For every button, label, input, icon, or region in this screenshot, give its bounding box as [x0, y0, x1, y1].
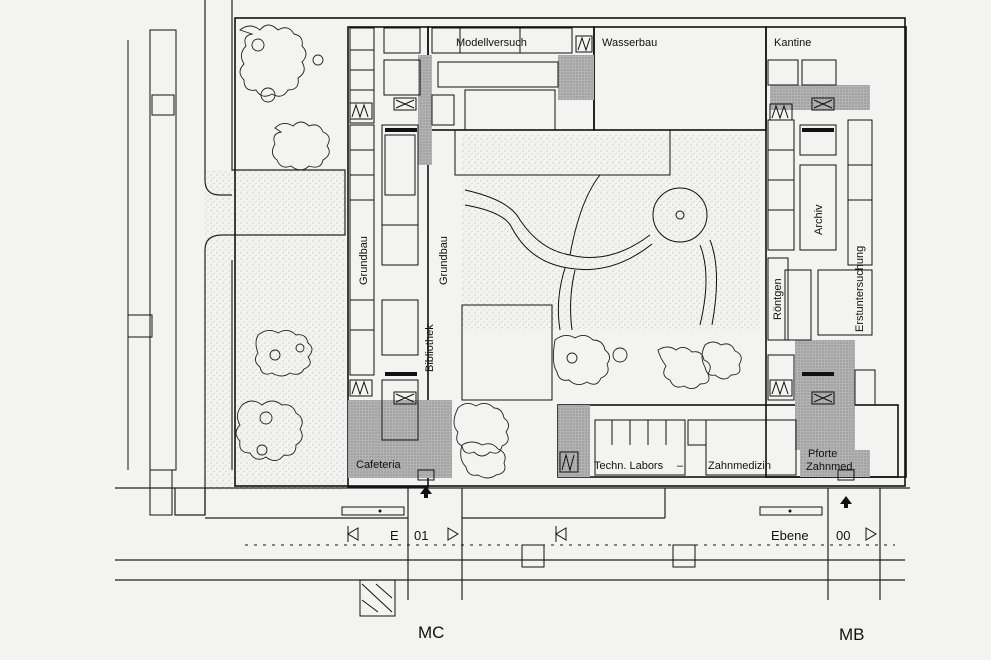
- level-left-number: 01: [414, 528, 428, 543]
- label-grundbau-left: Grundbau: [358, 236, 370, 285]
- vegetation: [235, 24, 742, 479]
- label-kantine: Kantine: [774, 37, 811, 49]
- stair-elevator-symbols: [349, 35, 835, 473]
- level-left-prefix: E: [390, 528, 399, 543]
- label-dash: –: [677, 460, 684, 472]
- level-direction-arrows: [347, 526, 877, 542]
- label-modellversuch: Modellversuch: [456, 37, 527, 49]
- stippled-ground: [205, 135, 760, 490]
- central-courtyard: [454, 129, 717, 401]
- building-mc-label: MC: [418, 623, 444, 642]
- access-road: [204, 0, 346, 515]
- building-mb-label: MB: [839, 625, 865, 644]
- circulation-zones: [348, 55, 870, 478]
- level-right-number: 00: [836, 528, 850, 543]
- label-zahnmed: Zahnmed.: [806, 461, 856, 473]
- label-wasserbau: Wasserbau: [602, 37, 657, 49]
- room-grid: [349, 27, 876, 476]
- label-bibliothek: Bibliothek: [424, 324, 436, 372]
- label-roentgen: Röntgen: [772, 278, 784, 320]
- label-pforte: Pforte: [808, 448, 837, 460]
- entrance-markers: [417, 469, 855, 508]
- label-archiv: Archiv: [813, 204, 825, 235]
- label-techn-labors: Techn. Labors: [594, 460, 664, 472]
- label-cafeteria: Cafeteria: [356, 459, 402, 471]
- label-grundbau-right: Grundbau: [438, 236, 450, 285]
- left-long-building: [127, 29, 177, 516]
- label-zahnmedizin: Zahnmedizin: [708, 460, 771, 472]
- level-right-prefix: Ebene: [771, 528, 809, 543]
- label-erstuntersuchung: Erstuntersuchung: [854, 246, 866, 332]
- lower-walkway: [115, 487, 910, 617]
